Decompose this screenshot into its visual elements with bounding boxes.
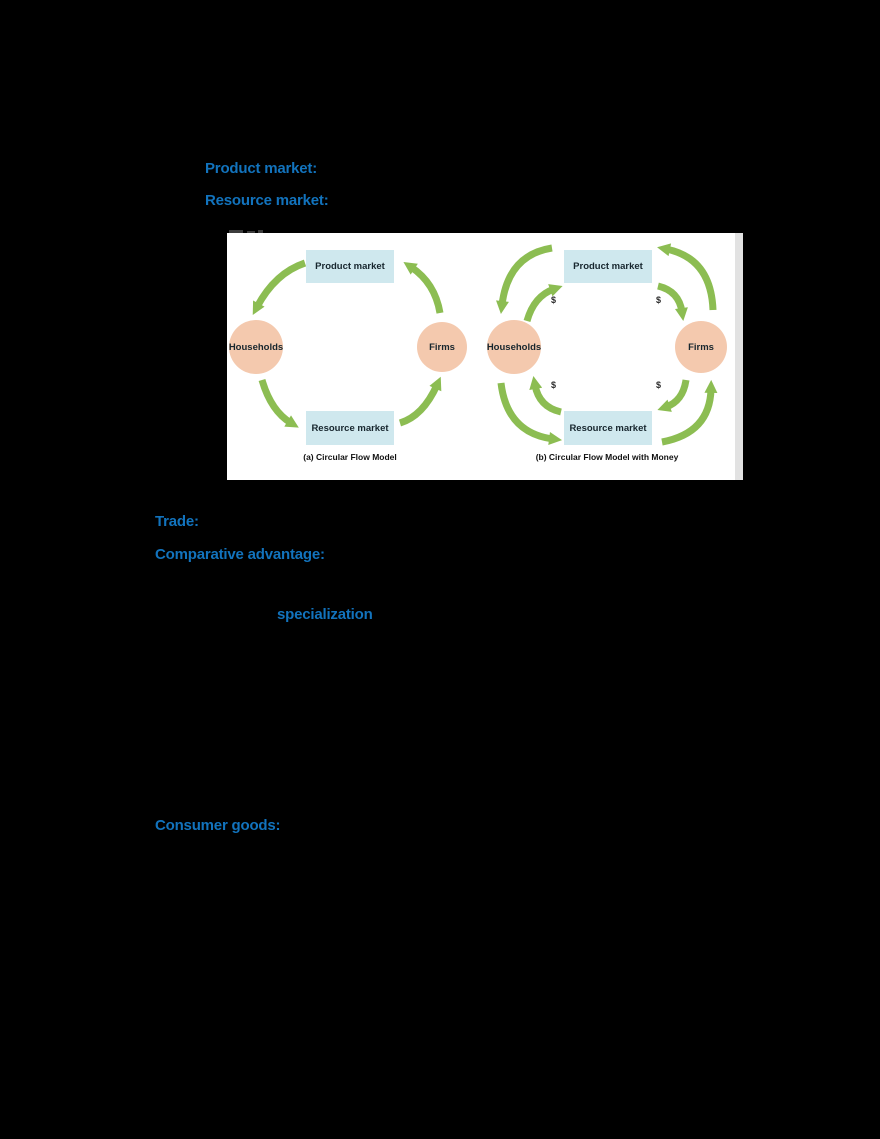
arrow-b-firms-to-product (657, 243, 717, 311)
b-caption: (b) Circular Flow Model with Money (535, 452, 679, 462)
arrow-b-money-firms-to-resource (657, 379, 690, 412)
arrow-a-households-to-resource (258, 378, 299, 428)
arrow-b-resource-to-firms (661, 379, 718, 446)
a-households-circle: Households (229, 320, 283, 374)
arrow-a-resource-to-firms (398, 376, 442, 427)
arrow-b-money-resource-to-households (529, 376, 562, 416)
dollar-sign-top-left: $ (551, 295, 557, 305)
dollar-sign-bottom-right: $ (656, 380, 662, 390)
circular-flow-figure: Product market Households Firms Resource… (227, 233, 735, 480)
b-resource-market-box: Resource market (564, 411, 652, 445)
flow-arrows-layer (252, 243, 718, 446)
arrow-b-money-households-to-product (523, 284, 563, 323)
term-trade: Trade: (155, 513, 199, 530)
a-caption: (a) Circular Flow Model (303, 452, 397, 462)
a-resource-market-box: Resource market (306, 411, 394, 445)
a-firms-circle: Firms (417, 322, 467, 372)
dollar-sign-bottom-left: $ (551, 380, 557, 390)
term-product-market: Product market: (205, 160, 318, 177)
a-product-market-box: Product market (306, 250, 394, 283)
arrow-b-product-to-households (496, 244, 553, 315)
b-firms-circle: Firms (675, 321, 727, 373)
dollar-sign-top-right: $ (656, 295, 662, 305)
arrow-b-money-product-to-firms (657, 282, 688, 322)
b-households-circle: Households (487, 320, 541, 374)
b-product-market-box: Product market (564, 250, 652, 283)
arrow-a-firms-to-product (403, 261, 444, 314)
arrow-b-households-to-resource (497, 382, 563, 445)
arrow-a-product-to-households (252, 259, 307, 316)
figure-right-edge-strip (735, 233, 743, 480)
term-comparative-advantage: Comparative advantage: (155, 546, 325, 563)
term-resource-market: Resource market: (205, 192, 329, 209)
term-consumer-goods: Consumer goods: (155, 817, 281, 834)
term-specialization: specialization (277, 606, 373, 623)
